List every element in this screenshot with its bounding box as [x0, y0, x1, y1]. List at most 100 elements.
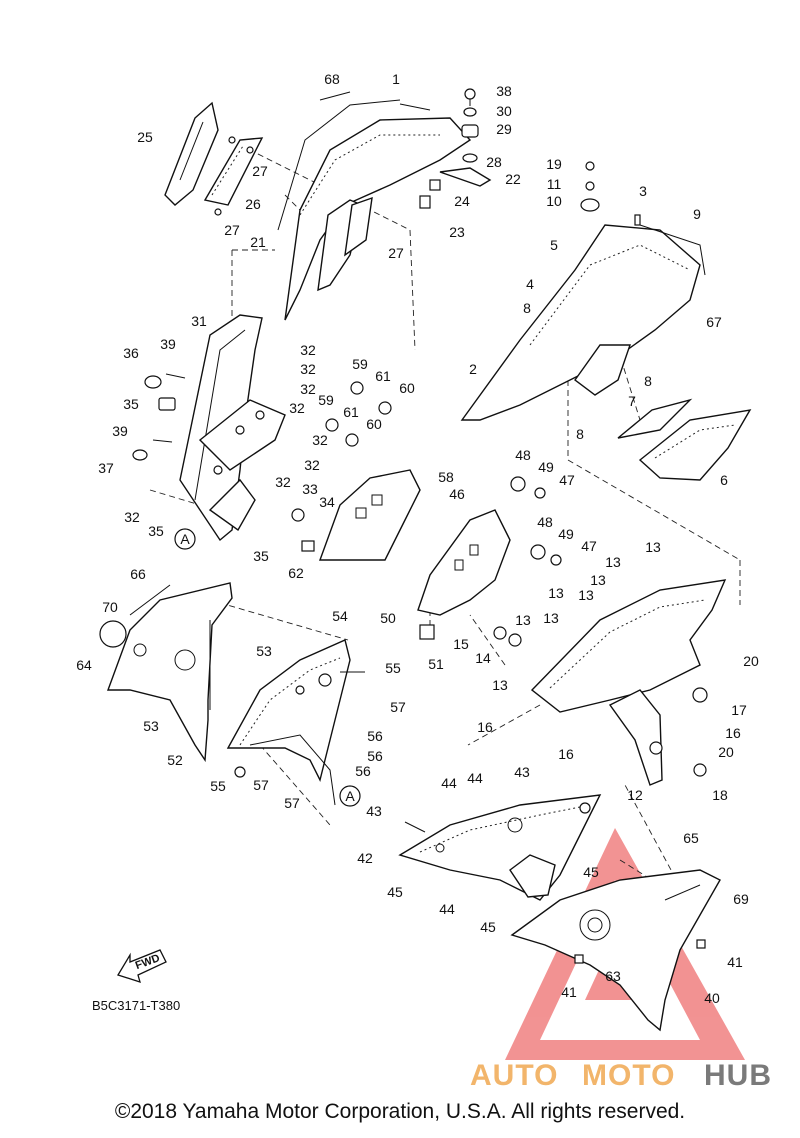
callout-64: 64 [76, 657, 92, 673]
callout-18: 18 [712, 787, 728, 803]
callout-16: 16 [725, 725, 741, 741]
callout-37: 37 [98, 460, 114, 476]
callout-35: 35 [148, 523, 164, 539]
svg-text:A: A [345, 788, 355, 804]
callout-32: 32 [312, 432, 328, 448]
callout-12: 12 [627, 787, 643, 803]
callout-60: 60 [366, 416, 382, 432]
watermark-wordmark: AUTO MOTO HUB [470, 1059, 772, 1092]
callout-34: 34 [319, 494, 335, 510]
callout-35: 35 [123, 396, 139, 412]
callout-21: 21 [250, 234, 266, 250]
callout-67: 67 [706, 314, 722, 330]
callout-25: 25 [137, 129, 153, 145]
part-52-side-panel [99, 582, 233, 763]
callout-13: 13 [515, 612, 531, 628]
callout-23: 23 [449, 224, 465, 240]
part-25-panel [164, 101, 264, 216]
callout-46: 46 [449, 486, 465, 502]
callout-13: 13 [578, 587, 594, 603]
callout-32: 32 [300, 381, 316, 397]
callout-44: 44 [439, 901, 455, 917]
callout-69: 69 [733, 891, 749, 907]
callout-66: 66 [130, 566, 146, 582]
callout-14: 14 [475, 650, 491, 666]
callout-8: 8 [523, 300, 531, 316]
callout-41: 41 [727, 954, 743, 970]
callout-52: 52 [167, 752, 183, 768]
callout-44: 44 [441, 775, 457, 791]
callout-50: 50 [380, 610, 396, 626]
callout-57: 57 [253, 777, 269, 793]
callout-35: 35 [253, 548, 269, 564]
callout-29: 29 [496, 121, 512, 137]
callout-51: 51 [428, 656, 444, 672]
callout-43: 43 [366, 803, 382, 819]
callout-63: 63 [605, 968, 621, 984]
callout-44: 44 [467, 770, 483, 786]
callout-70: 70 [102, 599, 118, 615]
callout-33: 33 [302, 481, 318, 497]
svg-text:A: A [180, 531, 190, 547]
part-42-lower-cowl [398, 794, 602, 901]
fwd-arrow-icon: FWD [117, 949, 167, 983]
callout-59: 59 [352, 356, 368, 372]
callout-19: 19 [546, 156, 562, 172]
callout-15: 15 [453, 636, 469, 652]
callout-1: 1 [392, 71, 400, 87]
callout-32: 32 [300, 361, 316, 377]
part-54-inner-panel [226, 639, 365, 806]
callout-28: 28 [486, 154, 502, 170]
callout-2: 2 [469, 361, 477, 377]
callout-62: 62 [288, 565, 304, 581]
callout-65: 65 [683, 830, 699, 846]
callout-45: 45 [480, 919, 496, 935]
callout-13: 13 [645, 539, 661, 555]
watermark-moto: MOTO [582, 1059, 675, 1092]
callout-49: 49 [558, 526, 574, 542]
callout-13: 13 [543, 610, 559, 626]
callout-32: 32 [300, 342, 316, 358]
callout-61: 61 [343, 404, 359, 420]
callout-13: 13 [590, 572, 606, 588]
exploded-view-drawing: A A FWD B5C3171-T380 6813830292822242327… [76, 71, 772, 1092]
part-6-lower-panel [617, 398, 752, 481]
part-46-bracket [417, 476, 562, 640]
diagram-code: B5C3171-T380 [92, 998, 180, 1013]
callout-47: 47 [581, 538, 597, 554]
callout-61: 61 [375, 368, 391, 384]
part-12-subframe-cover [493, 579, 727, 786]
callout-38: 38 [496, 83, 512, 99]
callout-56: 56 [367, 748, 383, 764]
callout-55: 55 [210, 778, 226, 794]
watermark-auto: AUTO [470, 1059, 558, 1092]
watermark-hub: HUB [704, 1059, 772, 1092]
callout-53: 53 [256, 643, 272, 659]
copyright-notice: ©2018 Yamaha Motor Corporation, U.S.A. A… [114, 1100, 686, 1123]
callout-32: 32 [289, 400, 305, 416]
ref-markers: A A [174, 528, 361, 807]
callout-11: 11 [547, 176, 562, 192]
callout-13: 13 [548, 585, 564, 601]
callout-42: 42 [357, 850, 373, 866]
callout-3: 3 [639, 183, 647, 199]
part-31-bracket [132, 314, 286, 542]
part-40-side-cover [510, 869, 721, 1032]
callout-8: 8 [576, 426, 584, 442]
callout-48: 48 [537, 514, 553, 530]
hardware-38-30-29 [439, 88, 492, 187]
callout-59: 59 [318, 392, 334, 408]
callout-43: 43 [514, 764, 530, 780]
callout-54: 54 [332, 608, 348, 624]
callout-68: 68 [324, 71, 340, 87]
callout-45: 45 [583, 864, 599, 880]
callout-30: 30 [496, 103, 512, 119]
callout-32: 32 [275, 474, 291, 490]
callout-6: 6 [720, 472, 728, 488]
callout-10: 10 [546, 193, 562, 209]
callout-55: 55 [385, 660, 401, 676]
callout-32: 32 [124, 509, 140, 525]
callout-39: 39 [112, 423, 128, 439]
